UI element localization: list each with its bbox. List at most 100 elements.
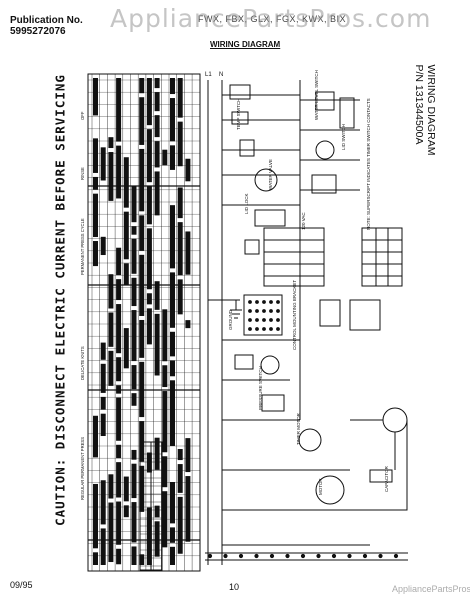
chart-contact-bar [170, 145, 175, 170]
chart-contact-bar [116, 304, 122, 354]
connector-pin [276, 300, 280, 304]
chart-contact-bar [116, 145, 122, 199]
schematic [205, 80, 408, 565]
chart-contact-bar [116, 279, 122, 301]
chart-contact-bar [108, 312, 114, 347]
connector-pin [262, 309, 266, 313]
connector-pin [276, 327, 280, 331]
label-capacitor: CAPACITOR [384, 465, 389, 492]
chart-contact-bar [177, 279, 183, 315]
chart-contact-bar [146, 293, 152, 305]
caution-banner: CAUTION: DISCONNECT ELECTRIC CURRENT BEF… [53, 74, 68, 526]
chart-contact-bar [154, 521, 160, 557]
chart-contact-bar [139, 148, 145, 212]
chart-contact-bar [154, 115, 160, 138]
label-lid-switch: LID SWITCH [341, 124, 346, 150]
chart-contact-bar [162, 491, 168, 548]
chart-contact-bar [93, 415, 98, 458]
chart-contact-bar [100, 363, 106, 393]
section-label-off: OFF [80, 111, 85, 120]
chart-contact-bar [177, 222, 183, 276]
chart-contact-bar [154, 92, 160, 112]
chart-contact-bar [139, 421, 145, 462]
caution-text: CAUTION: DISCONNECT ELECTRIC CURRENT BEF… [52, 74, 68, 526]
chart-contact-bar [170, 98, 175, 142]
chart-contact-bar [185, 158, 191, 182]
chart-contact-bar [146, 308, 152, 345]
chart-contact-bar [131, 238, 137, 274]
chart-contact-bar [93, 241, 98, 267]
label-control-bracket: CONTROL MOUNTING BRACKET [292, 280, 297, 350]
connector-pin [248, 327, 252, 331]
chart-contact-bar [123, 157, 129, 208]
label-temp-switch: TEMP SWITCH [236, 99, 241, 130]
chart-contact-bar [93, 176, 98, 190]
connector-pin [248, 309, 252, 313]
connector-pin [248, 300, 252, 304]
connector-pin [269, 327, 273, 331]
chart-contact-bar [100, 480, 106, 525]
chart-contact-bar [116, 357, 122, 382]
chart-contact-bar [139, 78, 145, 94]
chart-contact-bar [154, 141, 160, 168]
chart-contact-bar [170, 546, 175, 565]
chart-contact-bar [131, 365, 137, 390]
terminal-dot [362, 553, 368, 559]
connector-pin [262, 300, 266, 304]
model-line: FWX, FBX, GLX, FGX, KWX, BIX [198, 14, 347, 24]
chart-contact-bar [146, 186, 152, 225]
chart-key-column [139, 441, 163, 571]
terminal-dot [300, 553, 306, 559]
chart-contact-bar [116, 444, 122, 459]
footer-date: 09/95 [10, 580, 33, 590]
terminal-dot [207, 553, 213, 559]
chart-contact-bar [154, 313, 160, 376]
chart-contact-bar [146, 129, 152, 183]
section-label-delicate: DELICATE KNITS [80, 346, 85, 380]
footer-page-number: 10 [229, 582, 240, 592]
chart-contact-bar [162, 456, 168, 488]
chart-contact-bar [185, 476, 191, 542]
chart-contact-bar [123, 505, 129, 518]
chart-contact-bar [185, 231, 191, 275]
connector-pin [269, 318, 273, 322]
publication-label: Publication No. [10, 15, 83, 26]
chart-contact-bar [131, 502, 137, 543]
chart-contact-bar [139, 97, 145, 145]
chart-contact-bar [108, 502, 114, 563]
schematic-labels: 120 VAC LID LOCK MOTOR TIMER MOTOR WATER… [205, 70, 389, 495]
chart-contact-bar [146, 507, 152, 565]
chart-contact-bar [116, 397, 122, 441]
chart-contact-bar [93, 483, 98, 549]
chart-section-labels: REGULAR PERMANENT PRESS DELICATE KNITS P… [80, 111, 85, 500]
terminal-dot [316, 553, 321, 559]
chart-contact-bar [108, 474, 114, 499]
connector-pin [248, 318, 252, 322]
connector-pin [255, 318, 259, 322]
chart-contact-bar [100, 342, 106, 360]
chart-contact-bar [131, 277, 137, 307]
chart-contact-bar [123, 476, 129, 502]
chart-contact-bar [131, 449, 137, 460]
connector-pin [255, 327, 259, 331]
chart-contact-bar [123, 211, 129, 260]
chart-contact-bar [100, 236, 106, 256]
chart-contact-bar [100, 528, 106, 565]
page-title: WIRING DIAGRAM [210, 40, 281, 49]
chart-contact-bar [162, 149, 168, 166]
chart-contact-bar [108, 274, 114, 309]
timer-sequence-chart [87, 73, 201, 572]
label-timer-motor: TIMER MOTOR [296, 412, 301, 445]
label-pressure-switch: PRESSURE SWITCH [258, 366, 263, 410]
terminal-dot [269, 553, 275, 559]
chart-contact-bar [116, 501, 122, 545]
chart-contact-bar [154, 505, 160, 518]
chart-contact-bar [177, 496, 183, 554]
label-l1: L1 [205, 72, 212, 78]
terminal-dot [393, 553, 399, 559]
chart-contact-bar [185, 320, 191, 329]
chart-contact-bar [108, 137, 114, 149]
chart-contact-bar [170, 481, 175, 524]
chart-contact-bar [146, 452, 152, 473]
